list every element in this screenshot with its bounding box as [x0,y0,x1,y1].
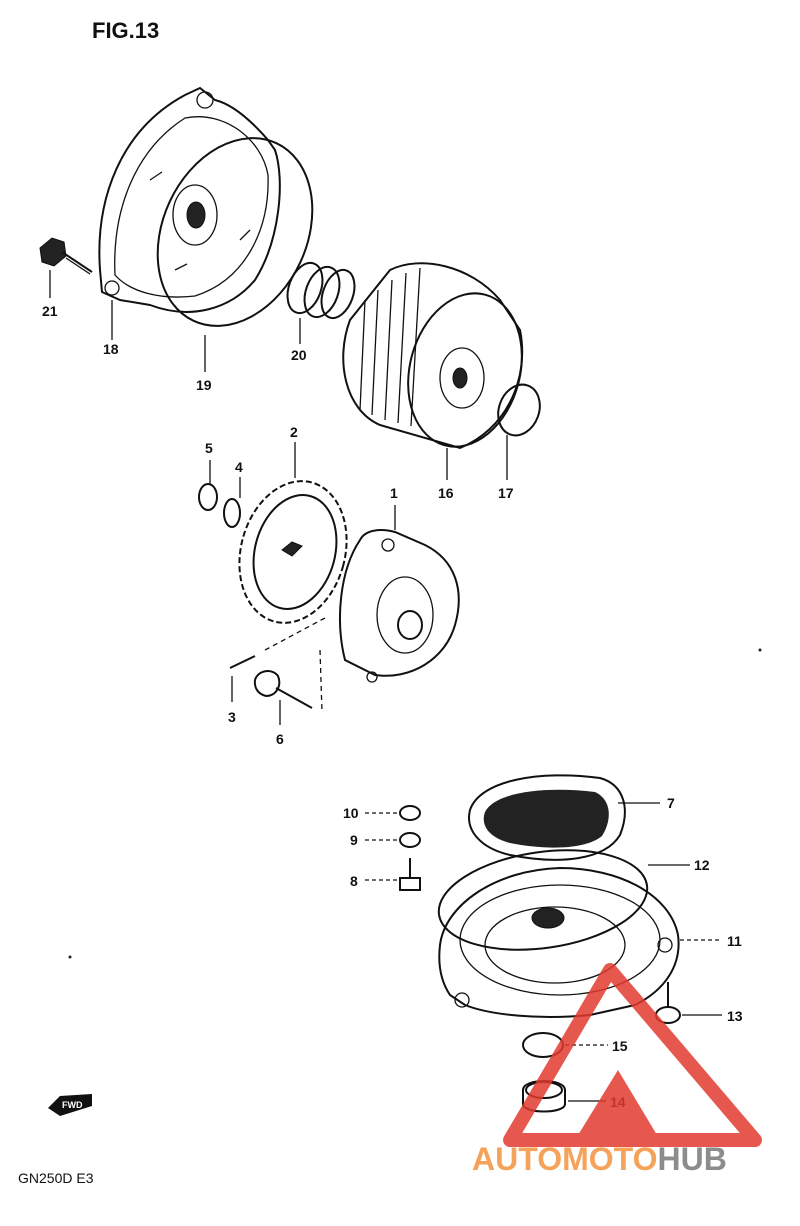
part-12-o-ring [437,849,649,951]
label-11: 11 [727,933,742,949]
watermark-text-part2: HUB [657,1141,726,1177]
part-20-spring [286,261,356,320]
model-code: GN250D E3 [18,1170,94,1186]
part-17-o-ring [497,383,541,437]
label-2: 2 [290,424,298,440]
label-1: 1 [390,485,398,501]
part-3-dowel-pin [229,655,256,669]
part-21-bolt [39,237,93,275]
watermark-logo [503,963,762,1147]
part-11-pump-cover [438,866,680,1018]
label-20: 20 [291,347,307,363]
label-6: 6 [276,731,284,747]
alignment-lines [264,617,326,713]
part-18-filter-cover [98,86,281,313]
watermark-text-part1: AUTOMOTO [472,1141,657,1177]
part-4-washer [223,498,241,528]
scan-dots [68,648,762,959]
label-8: 8 [350,873,358,889]
part-8-bolt [399,858,421,891]
label-13: 13 [727,1008,743,1024]
part-9-washer [399,832,421,848]
watermark-text: AUTOMOTOHUB [472,1141,727,1177]
label-18: 18 [103,341,119,357]
part-6-screw [253,670,313,709]
label-21: 21 [42,303,58,319]
part-2-pump-gear [238,480,348,624]
label-9: 9 [350,832,358,848]
part-16-oil-filter [342,262,524,450]
leader-lines [49,270,722,1102]
label-4: 4 [235,459,243,475]
part-5-circlip [198,483,218,511]
label-17: 17 [498,485,514,501]
label-7: 7 [667,795,675,811]
part-10-washer [399,805,421,821]
part-19-o-ring [156,137,314,327]
label-5: 5 [205,440,213,456]
fwd-arrow: FWD [48,1094,92,1116]
part-1-oil-pump [339,529,460,683]
figure-title: FIG.13 [92,18,159,43]
label-19: 19 [196,377,212,393]
label-16: 16 [438,485,454,501]
fwd-text: FWD [62,1100,83,1110]
label-12: 12 [694,857,710,873]
label-15: 15 [612,1038,628,1054]
part-7-gasket [468,774,626,861]
label-10: 10 [343,805,359,821]
label-3: 3 [228,709,236,725]
